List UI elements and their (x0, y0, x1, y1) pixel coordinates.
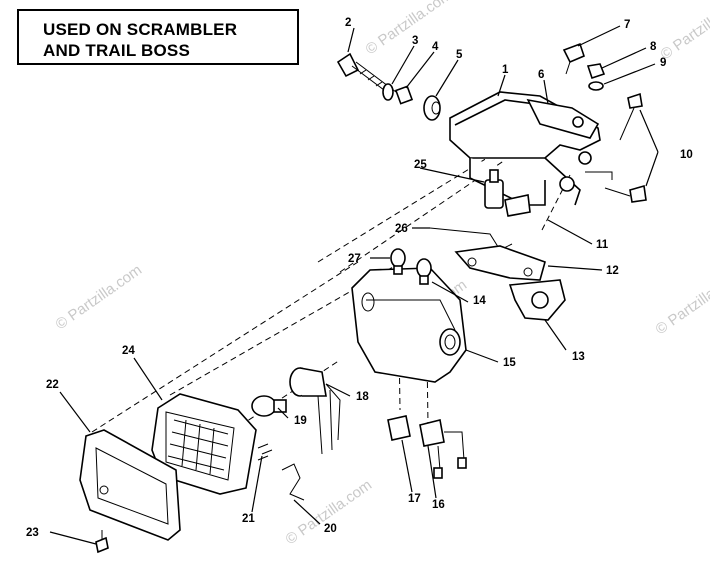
callout-label: 15 (503, 357, 516, 369)
callout-label: 13 (572, 351, 585, 363)
callout-label: 27 (348, 253, 361, 265)
callout-label: 19 (294, 415, 307, 427)
headlight-bulb (251, 395, 287, 417)
callout-label: 26 (395, 223, 408, 235)
callout-label: 23 (26, 527, 39, 539)
callout-label: 1 (502, 64, 509, 76)
callout-labels: 2 3 4 5 1 6 7 8 9 10 25 26 11 12 13 14 1… (26, 17, 693, 539)
socket-17 (387, 415, 411, 441)
callout-label: 18 (356, 391, 369, 403)
leader-lines (49, 25, 659, 545)
callout-label: 25 (414, 159, 427, 171)
callout-label: 4 (432, 41, 439, 53)
lock-washer (588, 81, 604, 91)
callout-label: 2 (345, 17, 351, 29)
callout-label: 8 (650, 41, 657, 53)
callout-label: 9 (660, 57, 666, 69)
callout-label: 14 (473, 295, 486, 307)
bulb-27 (390, 248, 406, 275)
watermark: © Partzilla.com (283, 476, 376, 548)
callout-label: 6 (538, 69, 544, 81)
bulb-socket (289, 367, 341, 455)
bulb-14 (416, 258, 432, 285)
washer (382, 83, 394, 101)
switch-bracket (429, 194, 531, 251)
callout-label: 3 (412, 35, 418, 47)
grommet (423, 95, 441, 121)
callout-label: 5 (456, 49, 463, 61)
callout-label: 7 (624, 19, 630, 31)
nut (394, 85, 414, 105)
title-line-2: AND TRAIL BOSS (43, 41, 190, 60)
callout-label: 21 (242, 513, 255, 525)
switch (484, 169, 504, 209)
bezel-screw (95, 530, 109, 554)
callout-label: 17 (408, 493, 421, 505)
callout-label: 16 (432, 499, 445, 511)
callout-label: 20 (324, 523, 337, 535)
watermark: © Partzilla.com (53, 261, 146, 333)
spring-clip (257, 443, 273, 461)
callout-label: 22 (46, 379, 59, 391)
title-box: USED ON SCRAMBLER AND TRAIL BOSS (17, 9, 299, 65)
watermark: © Partzilla.com (653, 266, 710, 338)
mounting-bracket-13 (508, 279, 566, 321)
wire-lead (281, 463, 305, 501)
mounting-bracket-12 (454, 245, 546, 281)
headlight-bezel (79, 429, 181, 541)
headlight-bracket (449, 91, 613, 206)
screws (604, 92, 647, 203)
callout-label: 12 (606, 265, 619, 277)
watermark: © Partzilla.com (658, 0, 710, 63)
callout-label: 24 (122, 345, 135, 357)
rubber-cap (562, 42, 585, 75)
nut-top (586, 63, 606, 80)
title-line-1: USED ON SCRAMBLER (43, 20, 238, 39)
watermark: © Partzilla.com (363, 0, 456, 58)
socket-16 (419, 419, 467, 479)
callout-label: 10 (680, 149, 693, 161)
callout-label: 11 (596, 239, 609, 251)
